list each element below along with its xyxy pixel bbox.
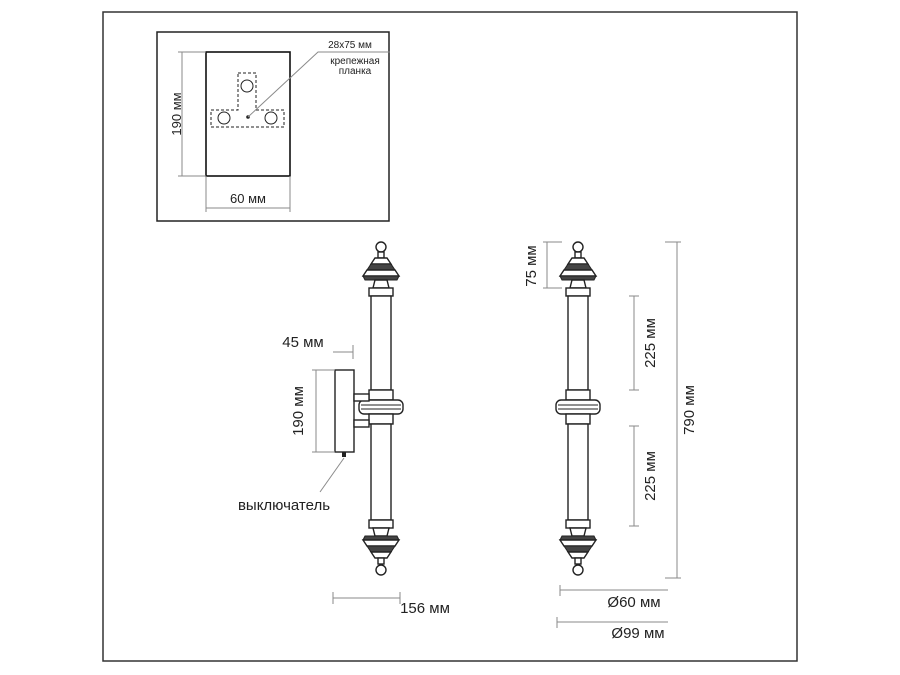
bracket-name-line1: крепежная [330, 56, 380, 67]
offset-label: 45 мм [282, 334, 323, 351]
plate-height-label: 190 мм [290, 386, 307, 436]
bracket-name-line2: планка [339, 66, 372, 77]
wall-plate [205, 51, 291, 177]
total-height-label: 790 мм [681, 385, 698, 435]
side-view: 45 мм 190 мм выключатель 156 мм [238, 241, 450, 617]
outer-frame [102, 11, 798, 662]
mount-height-label: 190 мм [169, 92, 184, 135]
mount-width-label: 60 мм [230, 191, 266, 206]
switch-label: выключатель [238, 497, 330, 514]
max-diameter-label: Ø99 мм [611, 625, 664, 642]
lower-tube-label: 225 мм [642, 451, 659, 501]
switch-icon [342, 452, 346, 457]
upper-tube-label: 225 мм [642, 318, 659, 368]
tube-diameter-label: Ø60 мм [607, 594, 660, 611]
mount-detail: 28x75 мм крепежная планка 190 мм 60 мм [156, 31, 390, 222]
finial-height-label: 75 мм [523, 245, 540, 286]
wall-plate-side [334, 369, 355, 453]
mount-detail-frame [156, 31, 390, 222]
lamp-front [555, 241, 601, 576]
mounting-bracket [210, 72, 285, 128]
front-view: 75 мм 225 мм 225 мм 790 мм Ø60 мм Ø99 мм [523, 241, 698, 642]
bracket-size-label: 28x75 мм [328, 40, 372, 51]
depth-label: 156 мм [400, 600, 450, 617]
lamp-side [358, 241, 404, 576]
